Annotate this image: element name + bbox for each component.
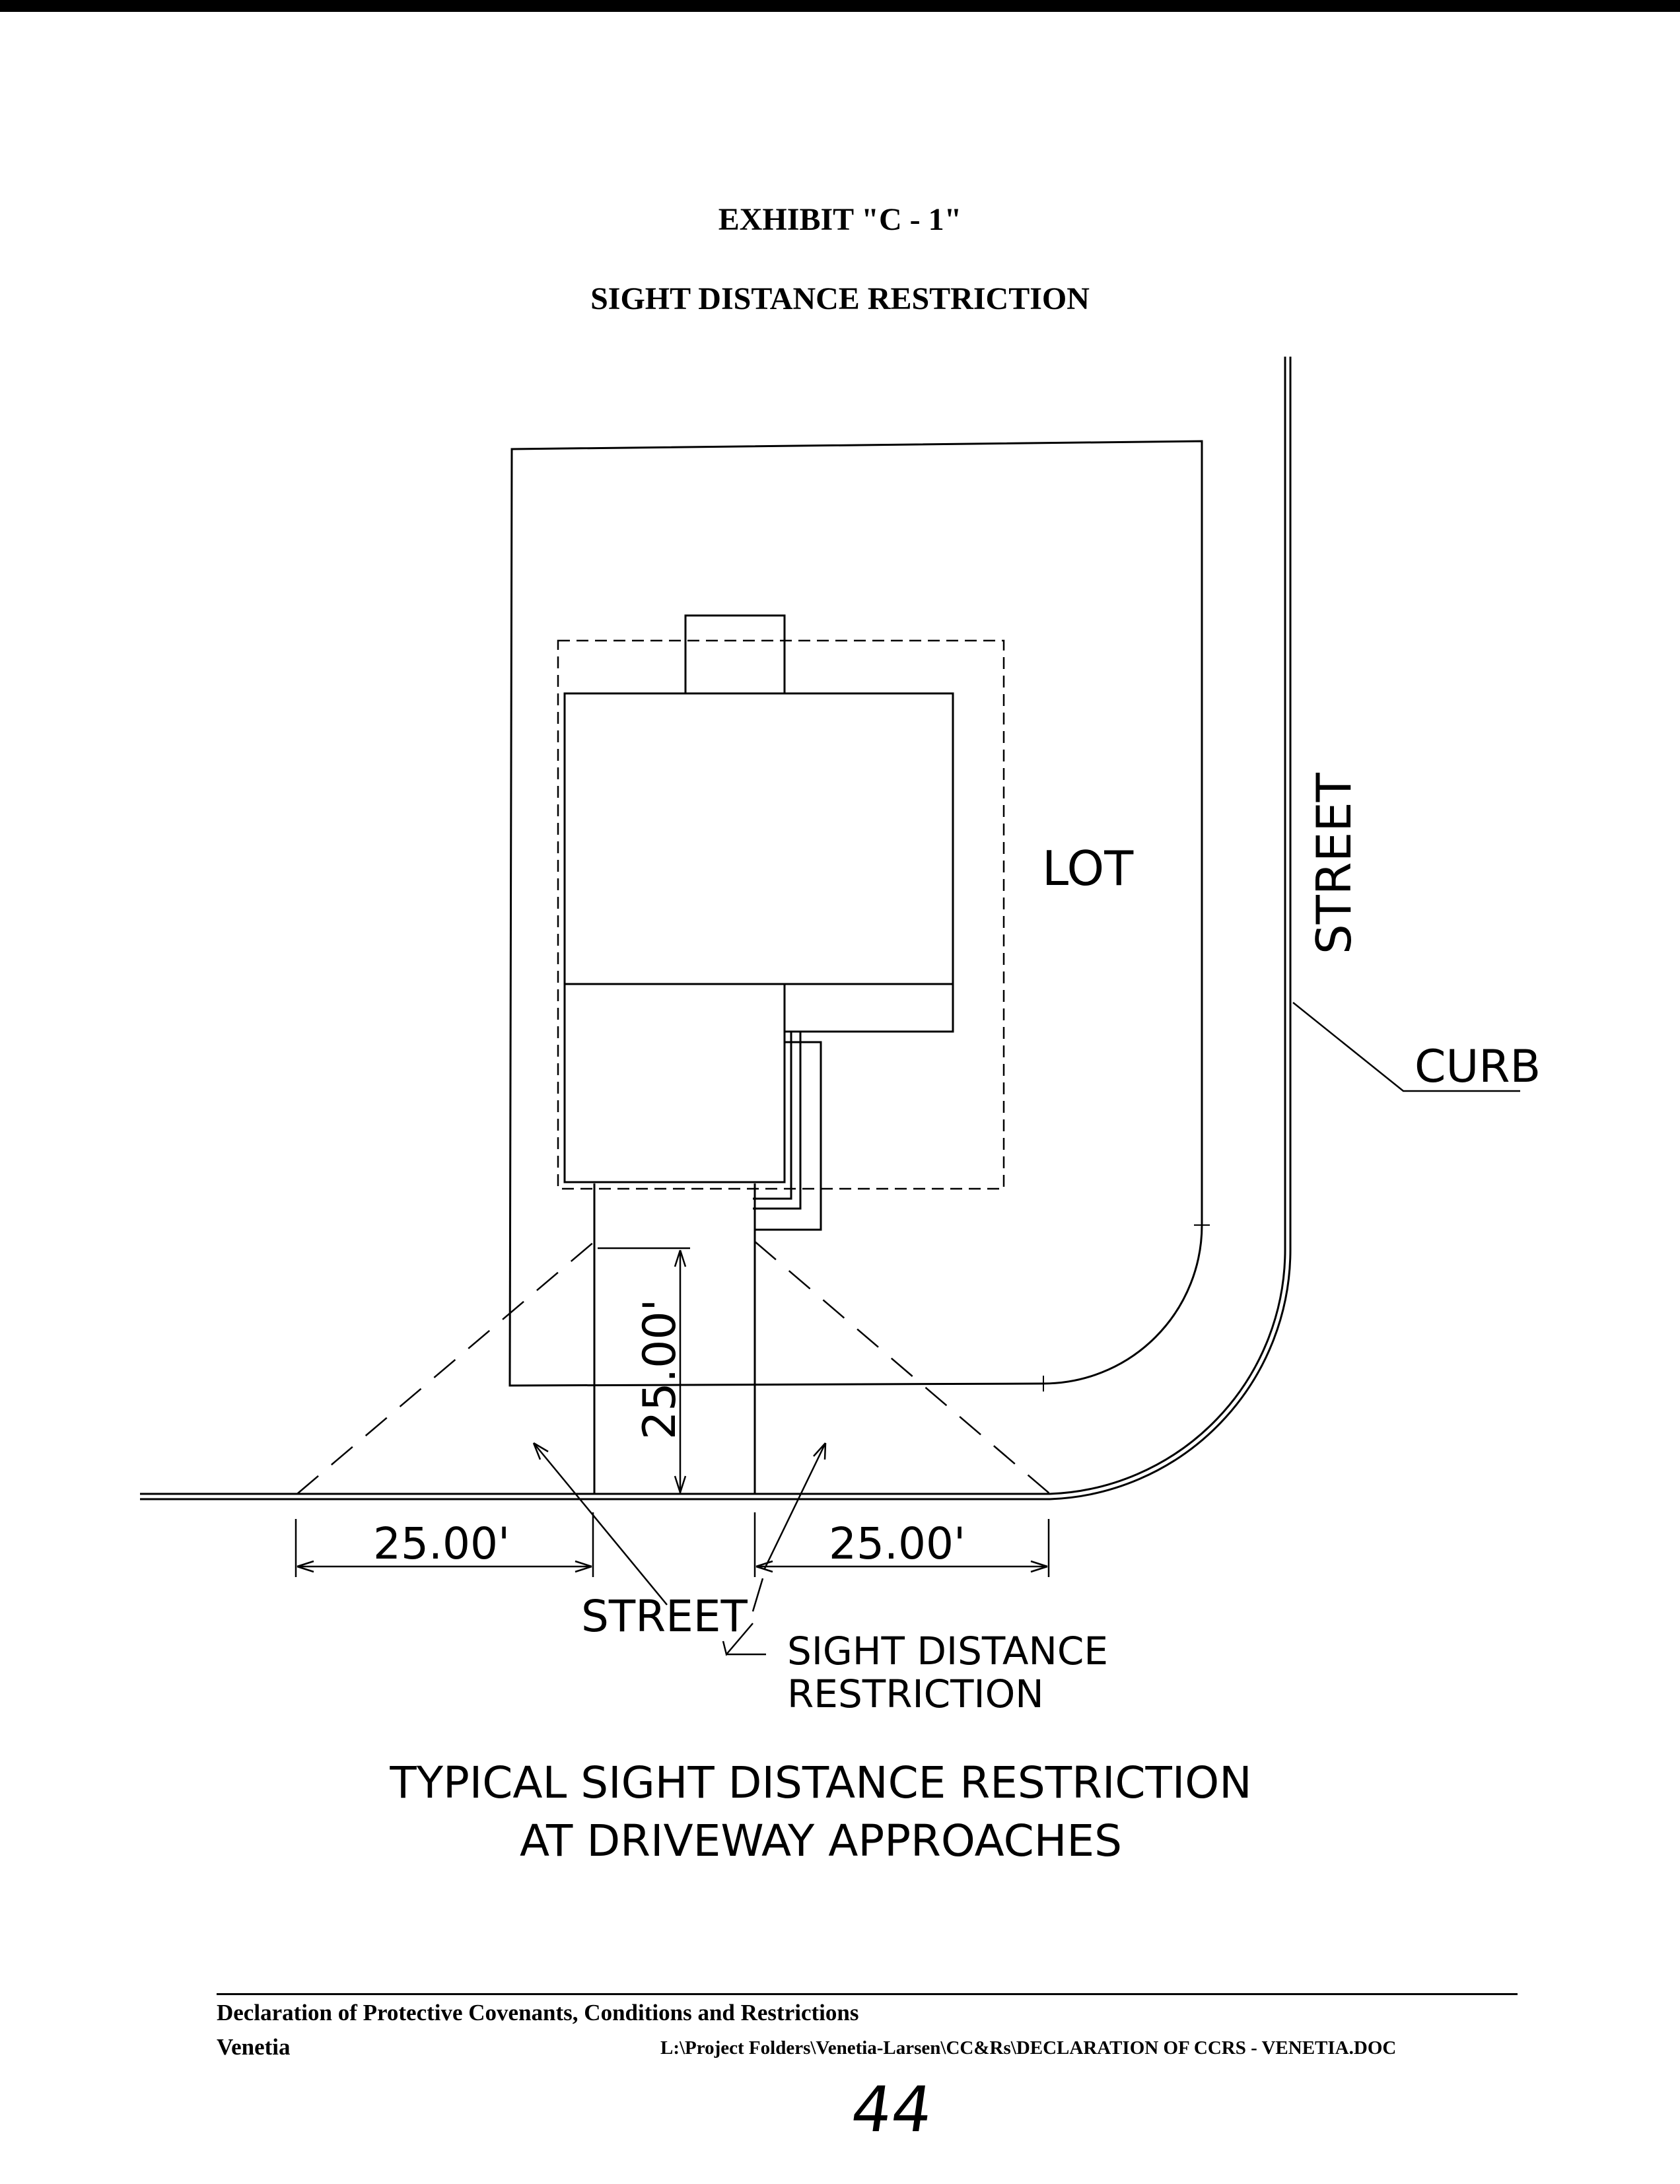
handwritten-page-number: 44 [847, 2074, 937, 2146]
front-street-label: STREET [581, 1591, 748, 1642]
exhibit-title: EXHIBIT "C - 1" [718, 202, 962, 237]
dimension-right-label: 25.00' [829, 1518, 965, 1569]
front-street-curb-line [140, 357, 1292, 1500]
sight-distance-label-line1: SIGHT DISTANCE [787, 1629, 1108, 1673]
curb-label: CURB [1415, 1041, 1541, 1093]
garage [563, 983, 786, 1183]
lot-boundary [508, 440, 1203, 1387]
dimension-right-arrows [755, 1560, 1048, 1573]
footer-rule [217, 1993, 1518, 1995]
leader-right-triangle [763, 1442, 827, 1569]
caption-line1: TYPICAL SIGHT DISTANCE RESTRICTION [389, 1757, 1251, 1808]
dimension-left-arrows [297, 1560, 592, 1573]
house-main [563, 692, 954, 985]
dimension-left-label: 25.00' [373, 1518, 510, 1569]
footer-project-name: Venetia [217, 2034, 291, 2060]
dimension-right-line [753, 1512, 1050, 1577]
front-street-line [140, 357, 1286, 1495]
dimension-vertical-line [598, 1247, 690, 1494]
dimension-left-line [295, 1512, 594, 1577]
sight-distance-label-line2: RESTRICTION [787, 1672, 1044, 1716]
exhibit-subtitle: SIGHT DISTANCE RESTRICTION [590, 281, 1090, 316]
leader-curb [1292, 1002, 1520, 1092]
setback-envelope [557, 639, 1005, 1190]
house-wing [783, 983, 954, 1033]
sight-triangle-left [297, 1241, 595, 1495]
caption-line2: AT DRIVEWAY APPROACHES [520, 1815, 1122, 1866]
scan-top-border [0, 0, 1680, 12]
side-street-label: STREET [1306, 772, 1362, 954]
leader-sight-distance [722, 1578, 766, 1656]
footer-document-title: Declaration of Protective Covenants, Con… [217, 2000, 859, 2025]
lot-corner-tick [1043, 1224, 1210, 1391]
walkway [753, 1032, 822, 1231]
lot-label: LOT [1042, 841, 1134, 896]
leader-left-triangle [532, 1442, 668, 1605]
footer-file-path: L:\Project Folders\Venetia-Larsen\CC&Rs\… [660, 2037, 1397, 2059]
sight-triangle-right [754, 1241, 1051, 1495]
house-bump-out [684, 614, 786, 695]
dimension-vertical-label: 25.00' [634, 1299, 686, 1440]
dimension-vertical-arrows [674, 1250, 687, 1493]
